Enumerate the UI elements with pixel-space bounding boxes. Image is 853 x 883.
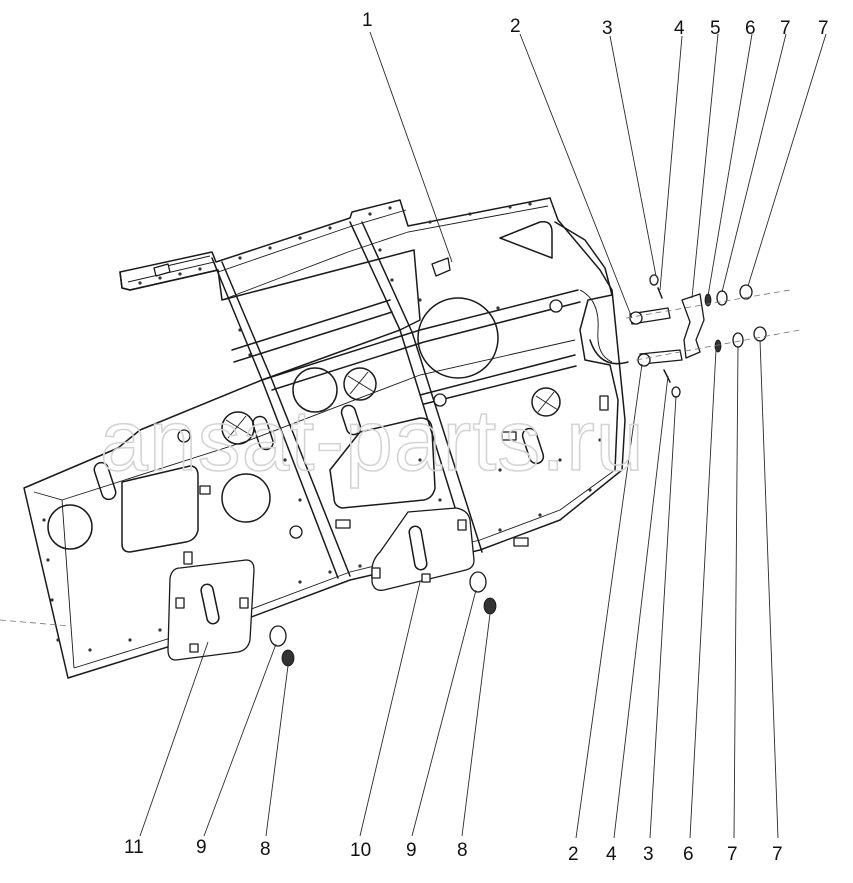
leader-lines	[139, 31, 827, 839]
callout-3-top: 3	[602, 18, 613, 39]
cover-plate-11	[167, 559, 255, 661]
callout-7-bottom-b: 7	[772, 844, 783, 865]
callout-3-bottom: 3	[643, 844, 654, 865]
main-panel-frame	[23, 197, 629, 679]
callout-4-bottom: 4	[606, 844, 617, 865]
callout-6-top: 6	[745, 18, 756, 39]
panel-openings	[47, 220, 609, 565]
callout-7-top-b: 7	[818, 18, 829, 39]
callout-9-a: 9	[196, 837, 207, 858]
callouts-top: 1 2 3 4 5 6 7 7	[362, 10, 829, 39]
callout-1: 1	[362, 10, 373, 31]
callout-10: 10	[350, 840, 371, 861]
callout-8-a: 8	[260, 839, 271, 860]
rivet-dots	[42, 202, 602, 652]
callout-7-top-a: 7	[780, 18, 791, 39]
callout-4-top: 4	[674, 18, 685, 39]
callouts-bottom: 11 9 8 10 9 8 2 4 3 6 7 7	[124, 837, 783, 865]
callout-6-bottom: 6	[683, 844, 694, 865]
callout-9-b: 9	[406, 840, 417, 861]
fasteners	[0, 274, 801, 667]
callout-8-b: 8	[457, 840, 468, 861]
cover-plate-10	[371, 507, 475, 591]
callout-5-top: 5	[710, 18, 721, 39]
callout-2-top: 2	[510, 16, 521, 37]
callout-7-bottom-a: 7	[727, 844, 738, 865]
watermark-text: ansat-parts.ru	[100, 393, 645, 489]
callout-2-bottom: 2	[568, 844, 579, 865]
callout-11: 11	[124, 837, 144, 858]
